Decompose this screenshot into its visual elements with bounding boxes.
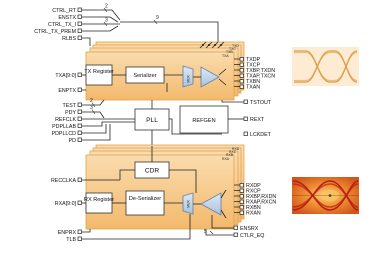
middle-inputs: TEST PDY REFCLK PDPLLAB PDPLLCD PD 2 3	[52, 98, 135, 144]
top-control-wires	[82, 7, 219, 46]
signal-recclka: RECCLKA	[51, 178, 76, 184]
signal-rxan: RXAN	[246, 211, 261, 217]
bus-width-ctrl-bus: 9	[156, 15, 159, 21]
signal-pdy: PDY	[65, 110, 76, 116]
signal-txa-data: TXA[9:0]	[55, 73, 76, 79]
signal-txdp: TXDP	[246, 57, 261, 63]
rx-bottom-signals: ENPRX TLB 5 ENSRX CTLR_EQ	[58, 214, 264, 243]
rx-lane-label-d: RXD	[232, 147, 240, 151]
middle-outputs: TSTOUT REXT LCKDET	[243, 99, 272, 138]
transmit-lanes: TXD TXC TXB TXA TX Register Serializer M…	[84, 41, 245, 101]
signal-ensrx: ENSRX	[240, 226, 259, 232]
rx-lane-label-c: RXC	[229, 150, 237, 154]
signal-enstx: ENSTX	[58, 15, 76, 21]
tx-mux-block	[182, 65, 194, 88]
tx-lane-label-d: TXD	[232, 44, 239, 48]
deserializer-label: De-Serializer	[129, 196, 161, 202]
signal-pdpllcd: PDPLLCD	[52, 131, 77, 137]
tx-outputs: TXDP TXCP TXBP,TXDN TXAP,TXCN TXBN TXAN	[234, 57, 275, 91]
signal-pdpllab: PDPLLAB	[52, 124, 76, 130]
signal-rxap-rxcn: RXAP,RXCN	[246, 200, 276, 206]
signal-txbp-txdn: TXBP,TXDN	[246, 68, 275, 74]
bus-width-ctrl-eq: 5	[204, 229, 207, 235]
tx-lane-label-b: TXB	[226, 50, 233, 54]
signal-tstout: TSTOUT	[250, 100, 272, 106]
tx-mux-label: MUX	[187, 75, 191, 83]
rx-inputs: RXDP RXCP RXBP,RXDN RXAP,RXCN RXBN RXAN	[234, 183, 276, 217]
signal-rxa-data: RXA[9:0]	[55, 201, 77, 207]
tx-bus-crossings	[199, 41, 225, 49]
top-control-inputs: CTRL_RT ENSTX CTRL_TX_I CTRL_TX_PREM RLB…	[34, 4, 219, 46]
tx-lane-label-a: TXA	[222, 54, 229, 58]
serializer-label: Serializer	[133, 73, 156, 79]
signal-ctrl-tx-prem: CTRL_TX_PREM	[34, 29, 76, 35]
pll-label: PLL	[146, 117, 158, 124]
refgen-block	[179, 105, 229, 134]
signal-ctrl-rt: CTRL_RT	[52, 8, 77, 14]
middle-input-pins	[77, 102, 82, 142]
signal-enprx: ENPRX	[58, 230, 77, 236]
receive-lanes: RXD RXC RXB RXA CDR RX Register De-Seria…	[84, 144, 245, 230]
rx-eye-diagram	[292, 177, 359, 214]
signal-txan: TXAN	[246, 85, 260, 91]
signal-txbn: TXBN	[246, 79, 260, 85]
rx-input-pins	[234, 183, 244, 215]
signal-rxdp: RXDP	[246, 183, 261, 189]
signal-tlb: TLB	[66, 237, 76, 243]
rx-demux-block	[182, 192, 194, 215]
tx-register-label: TX Register	[84, 69, 114, 75]
rx-input-amplifier	[200, 192, 222, 216]
rx-left-signals: RECCLKA RXA[9:0]	[51, 177, 120, 207]
rx-lane-label-b: RXB	[226, 153, 234, 157]
deserializer-block	[125, 190, 165, 216]
signal-rlbs: RLBS	[62, 36, 76, 42]
tx-lane-label-c: TXC	[229, 47, 236, 51]
signal-enptx: ENPTX	[58, 88, 76, 94]
bus-width-ctrl-tx-i: 3	[105, 18, 108, 24]
tx-register-block	[85, 64, 113, 86]
tx-output-pins	[234, 57, 244, 89]
rx-lane-label-a: RXA	[222, 157, 230, 161]
tx-inputs: TXA[9:0] ENPTX	[55, 72, 86, 94]
middle-wires	[151, 100, 244, 146]
tx-eye-diagram	[292, 47, 359, 86]
signal-rxcp: RXCP	[246, 189, 261, 195]
rx-register-block	[85, 192, 113, 214]
bus-width-ctrl-rt: 2	[105, 4, 108, 10]
signal-rext: REXT	[250, 117, 265, 123]
rx-register-label: RX Register	[84, 197, 114, 203]
signal-lckdet: LCKDET	[250, 132, 272, 138]
signal-rxbp-rxdn: RXBP,RXDN	[246, 194, 276, 200]
bus-width-pdy: 3	[90, 105, 93, 111]
signal-pd: PD	[69, 138, 77, 144]
signal-test: TEST	[62, 103, 76, 109]
signal-txap-txcn: TXAP,TXCN	[246, 74, 275, 80]
top-input-pins	[77, 7, 82, 40]
signal-txcp: TXCP	[246, 63, 261, 69]
signal-refclk: REFCLK	[55, 117, 76, 123]
signal-rxbn: RXBN	[246, 205, 261, 211]
cdr-label: CDR	[145, 168, 160, 175]
signal-ctrl-tx-i: CTRL_TX_I	[48, 22, 76, 28]
refgen-label: REFGEN	[192, 118, 215, 124]
rx-demux-label: MUX	[187, 200, 191, 208]
signal-ctlr-eq: CTLR_EQ	[240, 233, 264, 239]
bus-width-test: 2	[90, 98, 93, 104]
